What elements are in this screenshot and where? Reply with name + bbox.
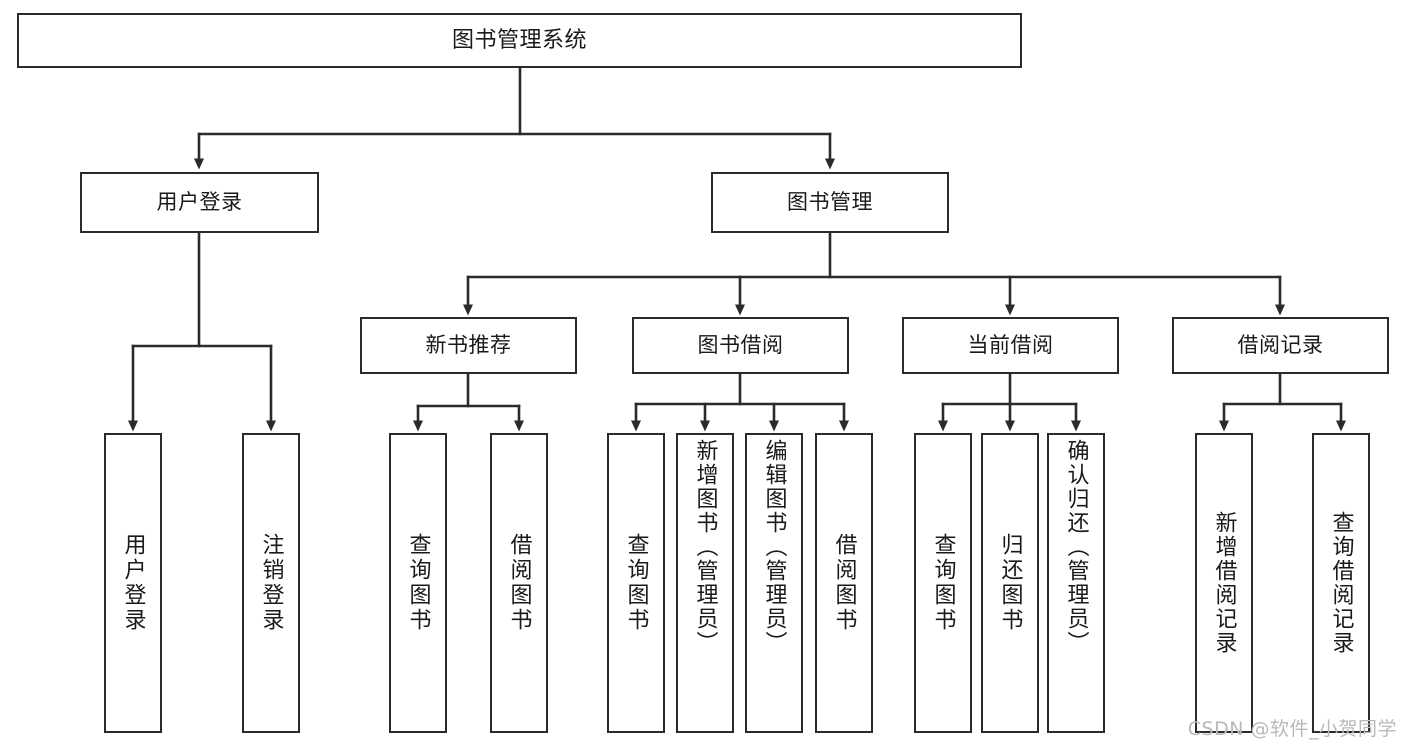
node-label: 查询图书 xyxy=(623,533,649,633)
node-label: 用户登录 xyxy=(120,533,146,633)
node-label: 注销登录 xyxy=(258,533,284,633)
node-current-borrow[interactable]: 当前借阅 xyxy=(902,317,1119,374)
node-label: 当前借阅 xyxy=(967,333,1054,358)
node-leaf-return-book[interactable]: 归还图书 xyxy=(981,433,1039,733)
node-leaf-query-book-borrow[interactable]: 查询图书 xyxy=(607,433,665,733)
node-leaf-query-book-new-book[interactable]: 查询图书 xyxy=(389,433,447,733)
node-label: 图书管理系统 xyxy=(451,27,587,53)
node-leaf-user-logout[interactable]: 注销登录 xyxy=(242,433,300,733)
node-root-book-management-system[interactable]: 图书管理系统 xyxy=(17,13,1022,68)
node-leaf-add-book[interactable]: 新增图书（管理员） xyxy=(676,433,734,733)
node-label: 图书借阅 xyxy=(697,333,784,358)
node-label: 借阅记录 xyxy=(1237,333,1324,358)
node-label: 查询图书 xyxy=(930,533,956,633)
node-label: 查询借阅记录 xyxy=(1328,511,1354,655)
node-label: 新书推荐 xyxy=(425,333,512,358)
node-label: 用户登录 xyxy=(156,190,243,215)
node-label: 借阅图书 xyxy=(831,533,857,633)
node-leaf-confirm-return[interactable]: 确认归还（管理员） xyxy=(1047,433,1105,733)
node-book-manage[interactable]: 图书管理 xyxy=(711,172,949,233)
node-label: 借阅图书 xyxy=(506,533,532,633)
node-leaf-query-borrow-record[interactable]: 查询借阅记录 xyxy=(1312,433,1370,733)
node-label: 图书管理 xyxy=(787,190,873,215)
node-leaf-edit-book[interactable]: 编辑图书（管理员） xyxy=(745,433,803,733)
node-label: 归还图书 xyxy=(997,533,1023,633)
watermark-text: CSDN @软件_小贺同学 xyxy=(1187,718,1397,740)
node-label: 确认归还（管理员） xyxy=(1063,439,1089,655)
node-user-login[interactable]: 用户登录 xyxy=(80,172,319,233)
node-label: 新增借阅记录 xyxy=(1211,511,1237,655)
node-leaf-borrow-book-new-book[interactable]: 借阅图书 xyxy=(490,433,548,733)
node-label: 查询图书 xyxy=(405,533,431,633)
node-leaf-query-book-current[interactable]: 查询图书 xyxy=(914,433,972,733)
node-label: 编辑图书（管理员） xyxy=(761,439,787,655)
node-book-borrow[interactable]: 图书借阅 xyxy=(632,317,849,374)
node-leaf-user-login[interactable]: 用户登录 xyxy=(104,433,162,733)
node-label: 新增图书（管理员） xyxy=(692,439,718,655)
node-leaf-add-borrow-record[interactable]: 新增借阅记录 xyxy=(1195,433,1253,733)
node-new-book-recommend[interactable]: 新书推荐 xyxy=(360,317,577,374)
node-leaf-borrow-book[interactable]: 借阅图书 xyxy=(815,433,873,733)
node-borrow-record[interactable]: 借阅记录 xyxy=(1172,317,1389,374)
